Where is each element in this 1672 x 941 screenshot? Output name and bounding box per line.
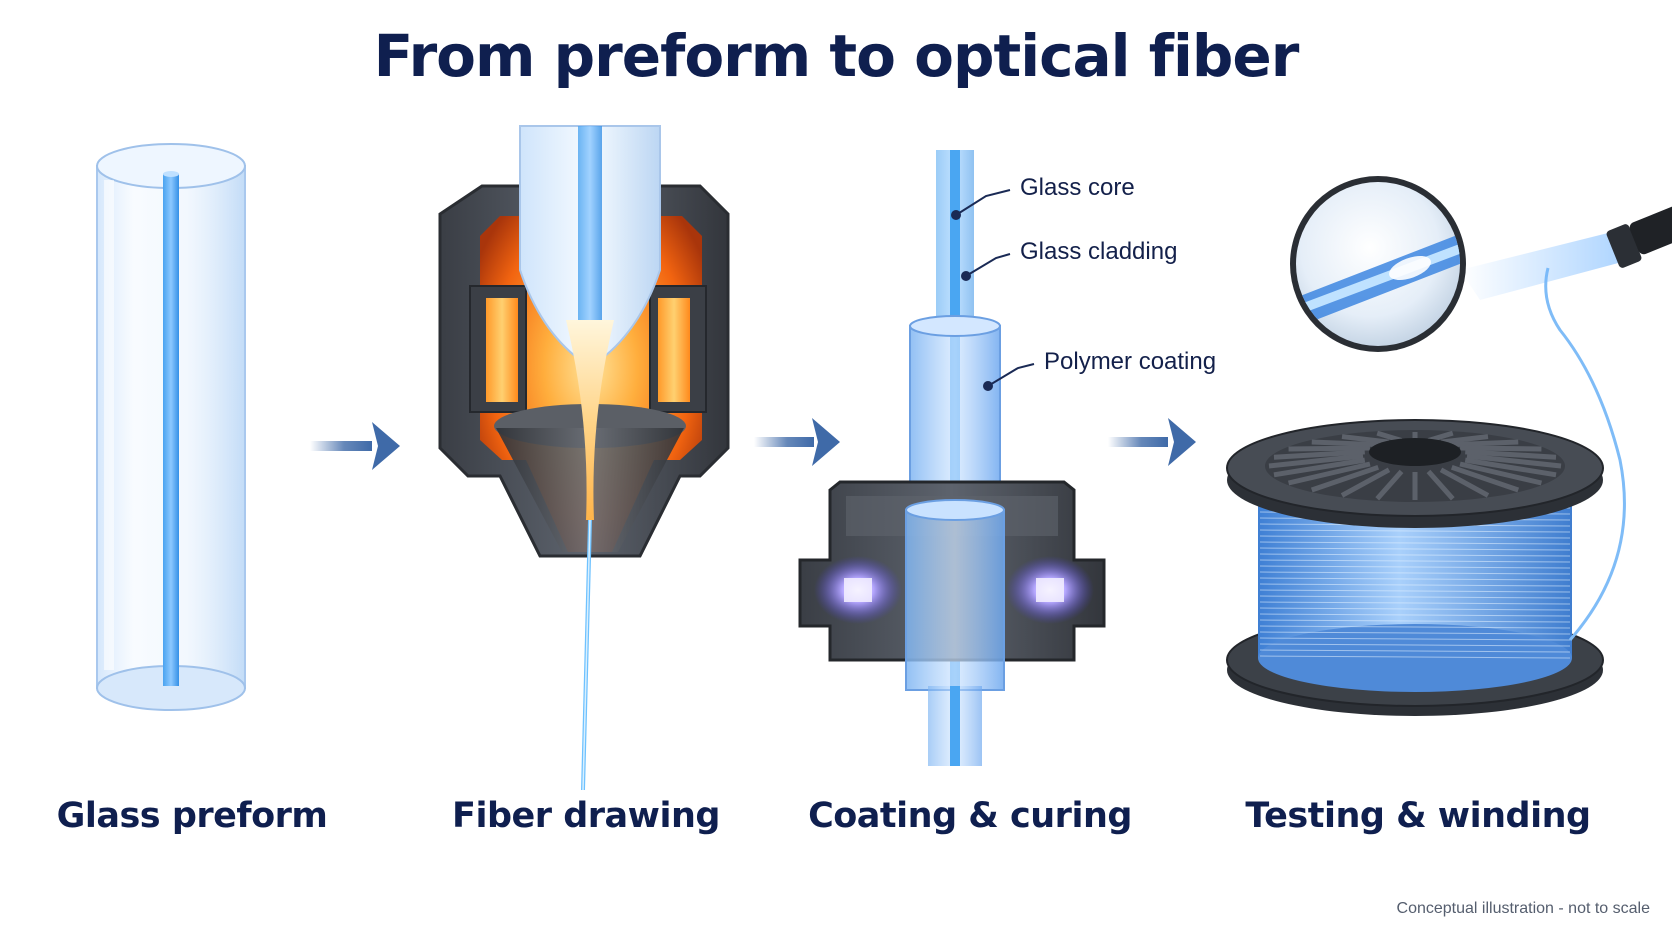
footnote: Conceptual illustration - not to scale: [1396, 900, 1650, 917]
arrow-right-icon: [1108, 418, 1196, 466]
step-label-testing-winding: Testing & winding: [1245, 796, 1591, 836]
fiber-spool-icon: [1226, 176, 1672, 716]
glass-preform-icon: [96, 143, 246, 711]
arrow-right-icon: [754, 418, 840, 466]
arrow-right-icon: [310, 422, 400, 470]
callout-leaders: [951, 189, 1035, 391]
coating-die-icon: [798, 150, 1106, 766]
page-title: From preform to optical fiber: [373, 22, 1300, 90]
draw-furnace-icon: [438, 125, 730, 791]
callout-glass-core: Glass core: [1020, 174, 1135, 201]
callout-polymer-coating: Polymer coating: [1044, 348, 1217, 375]
step-label-coating-curing: Coating & curing: [808, 796, 1132, 836]
callout-glass-cladding: Glass cladding: [1020, 238, 1178, 265]
step-label-glass-preform: Glass preform: [56, 796, 328, 836]
step-label-fiber-drawing: Fiber drawing: [452, 796, 720, 836]
